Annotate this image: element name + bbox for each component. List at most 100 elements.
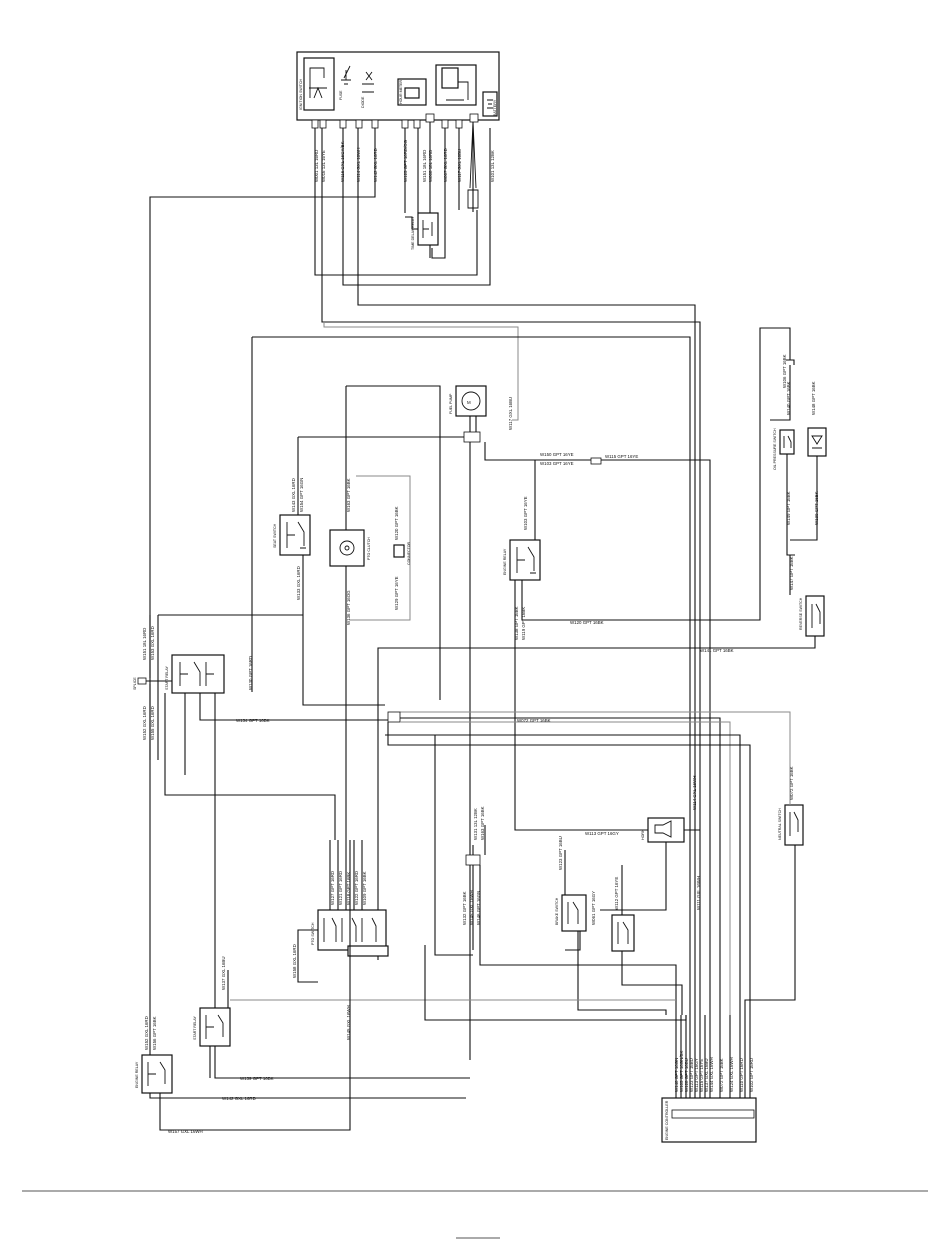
battery-label: BATTERY xyxy=(493,99,497,116)
ignition-switch: IGNITION SWITCH xyxy=(299,57,335,111)
battery: BATTERY xyxy=(482,91,498,117)
wire-label: W143 GXL 16RD xyxy=(291,478,296,512)
wire-label: W153 GXL 16RD xyxy=(150,626,155,660)
wire-label: W148 GPT 16BK xyxy=(811,381,816,415)
controller-terminals xyxy=(671,1109,755,1119)
wire-label: W109 GPT 16BK xyxy=(362,871,367,905)
wire-label: W137 GXL 16BU xyxy=(221,956,226,990)
wire-label: W155 GXL 16RD xyxy=(150,706,155,740)
ignition-power-block: IGNITION SWITCH FUSE DIODE HOUR METER BA… xyxy=(149,51,701,1060)
wire-label: W138 GPT 16BK xyxy=(514,606,519,640)
wire-label: W072 GPT 16BK xyxy=(789,766,794,800)
wire-label: W123 GPT 16BU xyxy=(558,836,563,870)
motor-icon: M xyxy=(467,400,471,405)
mid-wires: M FUEL PUMP W117 GXL 16BU W115 GPT 16YE … xyxy=(251,322,711,1060)
pin-label: W110 GPT 16RD xyxy=(739,1058,744,1092)
wire-label: W163 GPT 16BK xyxy=(480,806,485,840)
wire-label: W118 GPT 16BK xyxy=(346,872,351,905)
wire-label: W151 18L 16RD xyxy=(422,150,427,182)
neutral-switch: NEUTRAL SWITCH xyxy=(778,804,804,846)
wire-label: W130 GPT 16RD xyxy=(248,656,253,690)
wire-label: W114 GXL 16WH xyxy=(692,776,697,810)
wire-label: W150 GPT 16YE xyxy=(540,452,574,457)
wire-label: W147 GPT 16BK xyxy=(789,556,794,590)
engine-relay: ENGINE RELAY W120 GPT 16BK xyxy=(503,327,791,831)
wire-label: W001 13L 16RD xyxy=(314,150,319,182)
pin-label: W115 GPT 16YE xyxy=(699,1059,704,1092)
wire-label: W121 GPT 16RD xyxy=(338,871,343,905)
pin-label: W105 GPT 16GN/BK xyxy=(679,1051,684,1092)
wire-label: W136 GPT 16OG xyxy=(346,590,351,625)
wire-label: W111 GXL 16WH xyxy=(696,876,701,910)
hour-meter-label: HOUR METER xyxy=(399,79,403,104)
wire-label: W158 GXL 16RD xyxy=(292,944,297,978)
reverse-switch-label: REVERSE SWITCH xyxy=(799,597,803,630)
wire-label: W132 GPT 16BK xyxy=(462,891,467,925)
center-bus: W072 GPT 16BK xyxy=(385,711,751,1015)
right-components: W106 GPT 16BK OIL PRESSURE SWITCH W140 G… xyxy=(377,354,827,1015)
reverse-switch: REVERSE SWITCH xyxy=(799,595,825,637)
ignition-switch-label: IGNITION SWITCH xyxy=(299,78,303,110)
connector: CONNECTOR xyxy=(393,542,411,565)
wire-label: W163 GPT 16BK xyxy=(346,478,351,512)
wire-label: W061 GPT 16GY xyxy=(591,891,596,925)
controller-label: ENGINE CONTROLLER xyxy=(665,1100,669,1140)
wire-label: W146 GPT 16GN xyxy=(476,891,481,925)
fuse-symbol: FUSE xyxy=(339,65,351,100)
splice-top: W115 GPT 16YE W150 GPT 16YE W103 GPT 16Y… xyxy=(534,452,660,540)
pin-label: W113 GPT 16GY xyxy=(694,1058,699,1092)
fuse-label: FUSE xyxy=(339,90,343,100)
wire-label: W151 18L 16RD xyxy=(142,628,147,660)
time-delay-relay: TIME DELAY RELAY xyxy=(405,212,439,258)
wire-label: W139 GPT 16BK xyxy=(814,491,819,525)
splice-label: SPLICE xyxy=(133,677,137,690)
wire-label: W112 GPT 16YE xyxy=(614,877,619,910)
diode-label: DIODE xyxy=(361,96,365,108)
wire-label: W134 GPT 16BK xyxy=(236,718,270,723)
ignition-relay-label: START RELAY xyxy=(193,1015,197,1040)
pin-label: W124 GXL 16WH xyxy=(729,1057,734,1092)
wire-label: W142 GXL 16RD xyxy=(222,1096,256,1101)
wire-label: W152 GXL 16RD xyxy=(144,1016,149,1050)
brake-switch-label: BRAKE SWITCH xyxy=(555,897,559,925)
fuel-pump: M FUEL PUMP W117 GXL 16BU xyxy=(449,385,711,1060)
wire-label: W113 GPT 16GY xyxy=(585,831,619,836)
wire-label: W117 GXL 16BU xyxy=(508,397,513,430)
wire-label: W119 GPT 16BK xyxy=(521,607,526,640)
pin-label: W123 GPT 16BU xyxy=(689,1058,694,1092)
wire-label: W141 GPT 16BK xyxy=(700,648,734,653)
wire-label: W157 GXL 16WH xyxy=(168,1129,203,1134)
wire-label: W016 13L 16YE xyxy=(321,150,326,182)
wire-label: W129 GPT 16YE xyxy=(394,576,399,610)
hour-meter: HOUR METER xyxy=(397,78,427,106)
wire-label: W115 GPT 16YE xyxy=(605,454,638,459)
oil-pressure-switch: OIL PRESSURE SWITCH xyxy=(773,428,795,470)
wire-label: W133 GXL 16RD xyxy=(296,566,301,600)
wire-label: W101 13L 12BK xyxy=(490,150,495,182)
seat-switch-label: SEAT SWITCH xyxy=(273,523,277,548)
wire-label: W156 GPT 16BK xyxy=(152,1016,157,1050)
pin-label: W144 GXL 16WH xyxy=(709,1057,714,1092)
wire-label: W145 GXL 16WH xyxy=(469,890,474,925)
horn-label: HORN xyxy=(641,829,645,840)
brake-switch: BRAKE SWITCH W123 GPT 16BU W061 GPT 16GY xyxy=(555,836,667,1015)
wire-label: W145 GXL 16WH xyxy=(346,1005,351,1040)
wire-label: W120 GPT 16BK xyxy=(394,506,399,540)
fuel-pump-label: FUEL PUMP xyxy=(449,393,453,414)
pin-label: W137 GXL 16BU xyxy=(704,1058,709,1092)
start-relay: START RELAY SPLICE W151 18L 16RD W153 GX… xyxy=(133,614,470,1079)
diode-pack xyxy=(807,427,827,457)
engine-kill-relay: ENGINE RELAY W152 GXL 16RD W156 GPT 16BK… xyxy=(135,840,466,1134)
engine-controller: ENGINE CONTROLLER W146 GPT 16GN W105 GPT… xyxy=(661,1015,757,1143)
wire-label: W106 GPT 16BK xyxy=(782,354,787,388)
wire-label: W127 GPT 16RD xyxy=(330,871,335,905)
engine-relay-label: ENGINE RELAY xyxy=(503,548,507,575)
wire-label: W120 GPT 16BK xyxy=(570,620,604,625)
pto-clutch: PTO CLUTCH xyxy=(329,529,371,567)
wire-label: W149 GPT 16BK xyxy=(786,491,791,525)
center-vertical-wires: W131 13L 12BK W163 GPT 16BK W132 GPT 16B… xyxy=(434,735,677,1015)
controller-pin-labels: W146 GPT 16GN W105 GPT 16GN/BK W128 GPT … xyxy=(674,1051,754,1092)
wire-label: W103 GPT 16YE xyxy=(523,496,528,530)
neutral-switch-label: NEUTRAL SWITCH xyxy=(778,808,782,840)
pin-label: W072 GPT 16BK xyxy=(719,1058,724,1092)
